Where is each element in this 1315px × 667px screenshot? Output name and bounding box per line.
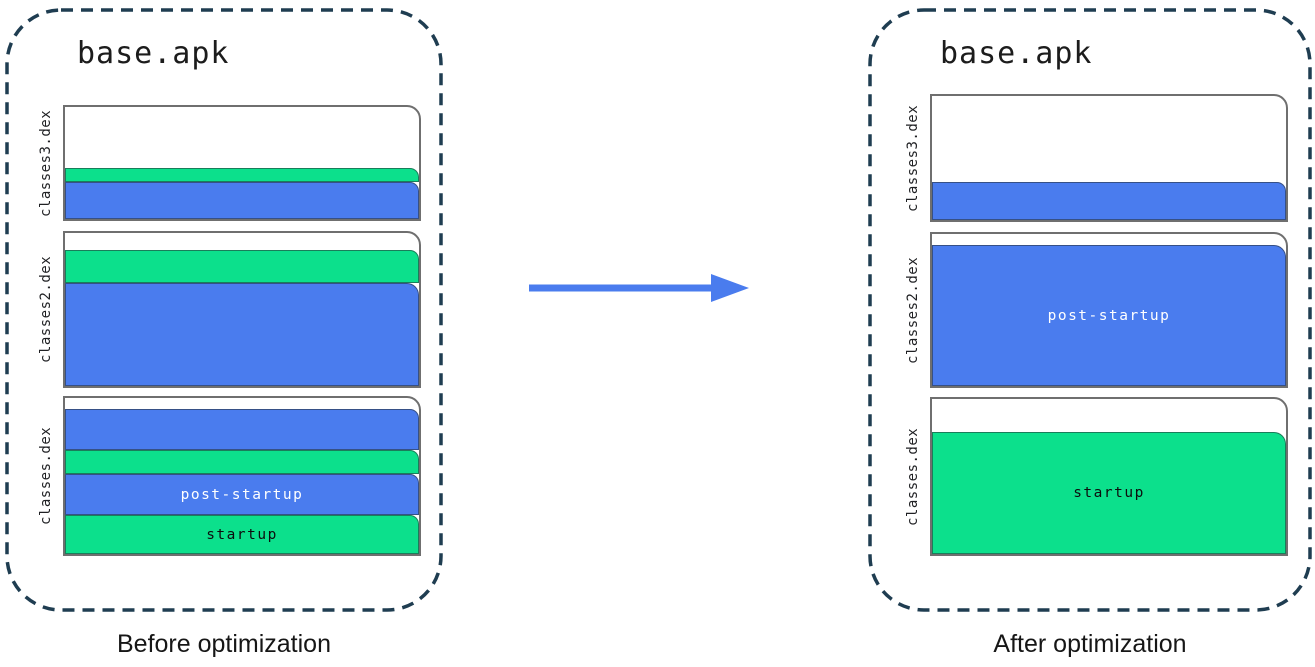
segment-startup: startup (65, 515, 419, 554)
after-panel: base.apk classes3.dex classes2.dex post-st… (868, 8, 1312, 612)
dex-file-label: classes2.dex (905, 256, 921, 364)
segment-free (932, 234, 1286, 245)
segment-post-startup: post-startup (932, 245, 1286, 386)
before-caption: Before optimization (116, 630, 331, 658)
segment-startup: startup (932, 432, 1286, 554)
segment-post-startup (65, 409, 419, 450)
segment-free (65, 233, 419, 250)
segment-free (932, 96, 1286, 182)
dex-page (63, 105, 421, 221)
dex-file-label: classes.dex (38, 426, 54, 526)
segment-post-startup (932, 182, 1286, 220)
before-panel: base.apk classes3.dex classes2.dex classes… (5, 8, 443, 612)
segment-post-startup (65, 283, 419, 386)
dashed-container-border (5, 8, 443, 612)
dex-page: post-startup (930, 232, 1288, 388)
dex-file-label: classes.dex (905, 427, 921, 526)
segment-post-startup (65, 182, 419, 219)
apk-title: base.apk (940, 36, 1093, 71)
segment-startup (65, 168, 419, 182)
segment-startup (65, 250, 419, 283)
segment-free (65, 398, 419, 409)
dex-file-label: classes3.dex (905, 104, 921, 212)
segment-startup (65, 450, 419, 474)
segment-free (65, 107, 419, 168)
dex-page: startup (930, 397, 1288, 556)
dashed-container-border (868, 8, 1312, 612)
segment-free (932, 399, 1286, 432)
dex-file-label: classes2.dex (38, 255, 54, 364)
segment-post-startup: post-startup (65, 474, 419, 515)
after-caption: After optimization (993, 630, 1187, 658)
dex-file-label: classes3.dex (38, 109, 54, 217)
right-arrow-icon (529, 274, 749, 302)
dex-page (930, 94, 1288, 222)
apk-title: base.apk (77, 36, 230, 71)
dex-page (63, 231, 421, 388)
